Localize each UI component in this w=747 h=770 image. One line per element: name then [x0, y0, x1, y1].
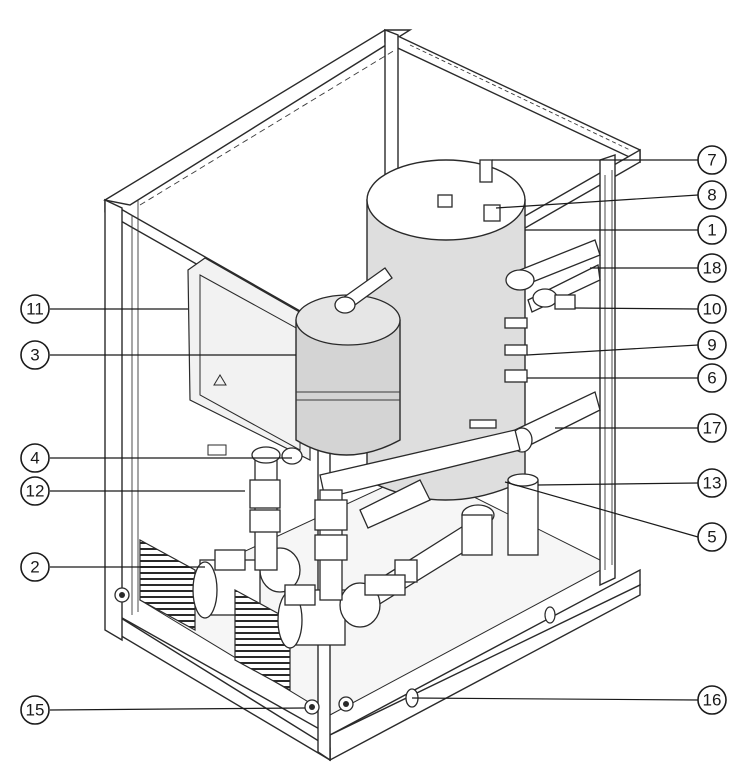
callout-9: 9: [697, 330, 727, 360]
pump-risers: [249, 446, 406, 601]
diverter-valve: [507, 473, 539, 556]
upper-pipework: [505, 239, 601, 313]
callout-6: 6: [697, 363, 727, 393]
callout-7: 7: [697, 145, 727, 175]
svg-text:1: 1: [707, 221, 716, 240]
callout-4: 4: [20, 443, 50, 473]
svg-text:3: 3: [30, 346, 39, 365]
svg-text:8: 8: [707, 186, 716, 205]
expansion-vessel: [295, 267, 401, 456]
svg-text:2: 2: [30, 558, 39, 577]
storage-cylinder: [366, 159, 528, 501]
callout-5: 5: [697, 522, 727, 552]
callout-8: 8: [697, 180, 727, 210]
electrical-box: [187, 257, 311, 461]
svg-text:4: 4: [30, 449, 39, 468]
svg-text:7: 7: [707, 151, 716, 170]
callout-3: 3: [20, 340, 50, 370]
callout-13: 13: [697, 468, 727, 498]
svg-text:16: 16: [703, 691, 722, 710]
svg-text:10: 10: [703, 300, 722, 319]
svg-text:18: 18: [703, 259, 722, 278]
callout-16: 16: [697, 685, 727, 715]
svg-text:5: 5: [707, 528, 716, 547]
callout-18: 18: [697, 253, 727, 283]
safety-valve: [483, 204, 501, 222]
callout-15: 15: [20, 695, 50, 725]
svg-text:17: 17: [703, 419, 722, 438]
callout-2: 2: [20, 552, 50, 582]
callout-10: 10: [697, 294, 727, 324]
svg-text:9: 9: [707, 336, 716, 355]
air-vent-valve: [479, 159, 493, 183]
svg-text:12: 12: [26, 482, 45, 501]
callout-12: 12: [20, 476, 50, 506]
pump-2: [234, 582, 381, 692]
svg-text:6: 6: [707, 369, 716, 388]
leader-lines: [49, 159, 699, 711]
callout-11: 11: [20, 294, 50, 324]
cable-glands: [114, 587, 556, 715]
svg-text:15: 15: [26, 701, 45, 720]
svg-text:11: 11: [26, 300, 44, 319]
main-pipe: [319, 391, 601, 529]
callout-17: 17: [697, 413, 727, 443]
svg-text:13: 13: [703, 474, 722, 493]
callout-1: 1: [697, 215, 727, 245]
